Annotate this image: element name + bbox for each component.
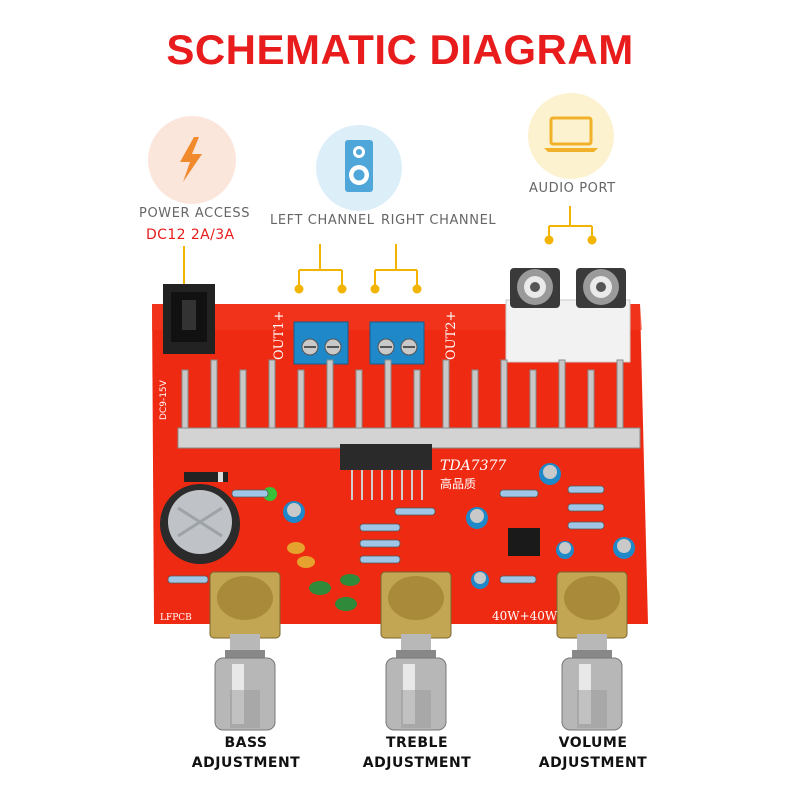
out1-label: OUT1+ — [272, 311, 287, 360]
power-access-label: POWER ACCESS — [139, 206, 251, 221]
left-channel-label: LEFT CHANNEL — [270, 213, 375, 228]
chip-label: TDA7377 — [440, 458, 506, 474]
speaker-icon — [345, 140, 373, 192]
treble-potentiometer — [380, 571, 452, 731]
laptop-icon — [544, 116, 598, 152]
power-spec-label: DC12 2A/3A — [146, 227, 235, 243]
out2-label: OUT2+ — [444, 311, 459, 360]
circuit-board: TDA7377 高品质 OUT1+ OUT2+ 40W+40W LFPCB DC… — [152, 268, 648, 731]
audio-port-label: AUDIO PORT — [529, 181, 616, 196]
lightning-icon — [180, 137, 202, 182]
chip-cn-label: 高品质 — [440, 476, 476, 491]
dc-label: DC9-15V — [159, 379, 169, 420]
power-rating-label: 40W+40W — [492, 609, 558, 623]
connector-lines — [179, 206, 597, 294]
volume-potentiometer — [556, 571, 628, 731]
treble-adjustment-label: TREBLE ADJUSTMENT — [362, 735, 472, 771]
bass-adjustment-label: BASS ADJUSTMENT — [191, 735, 301, 771]
page-title: SCHEMATIC DIAGRAM — [166, 26, 634, 73]
right-channel-label: RIGHT CHANNEL — [381, 213, 497, 228]
bass-potentiometer — [209, 571, 281, 731]
volume-adjustment-label: VOLUME ADJUSTMENT — [538, 735, 648, 771]
laptop-icon-circle — [528, 93, 614, 179]
lfpcb-label: LFPCB — [160, 613, 192, 623]
